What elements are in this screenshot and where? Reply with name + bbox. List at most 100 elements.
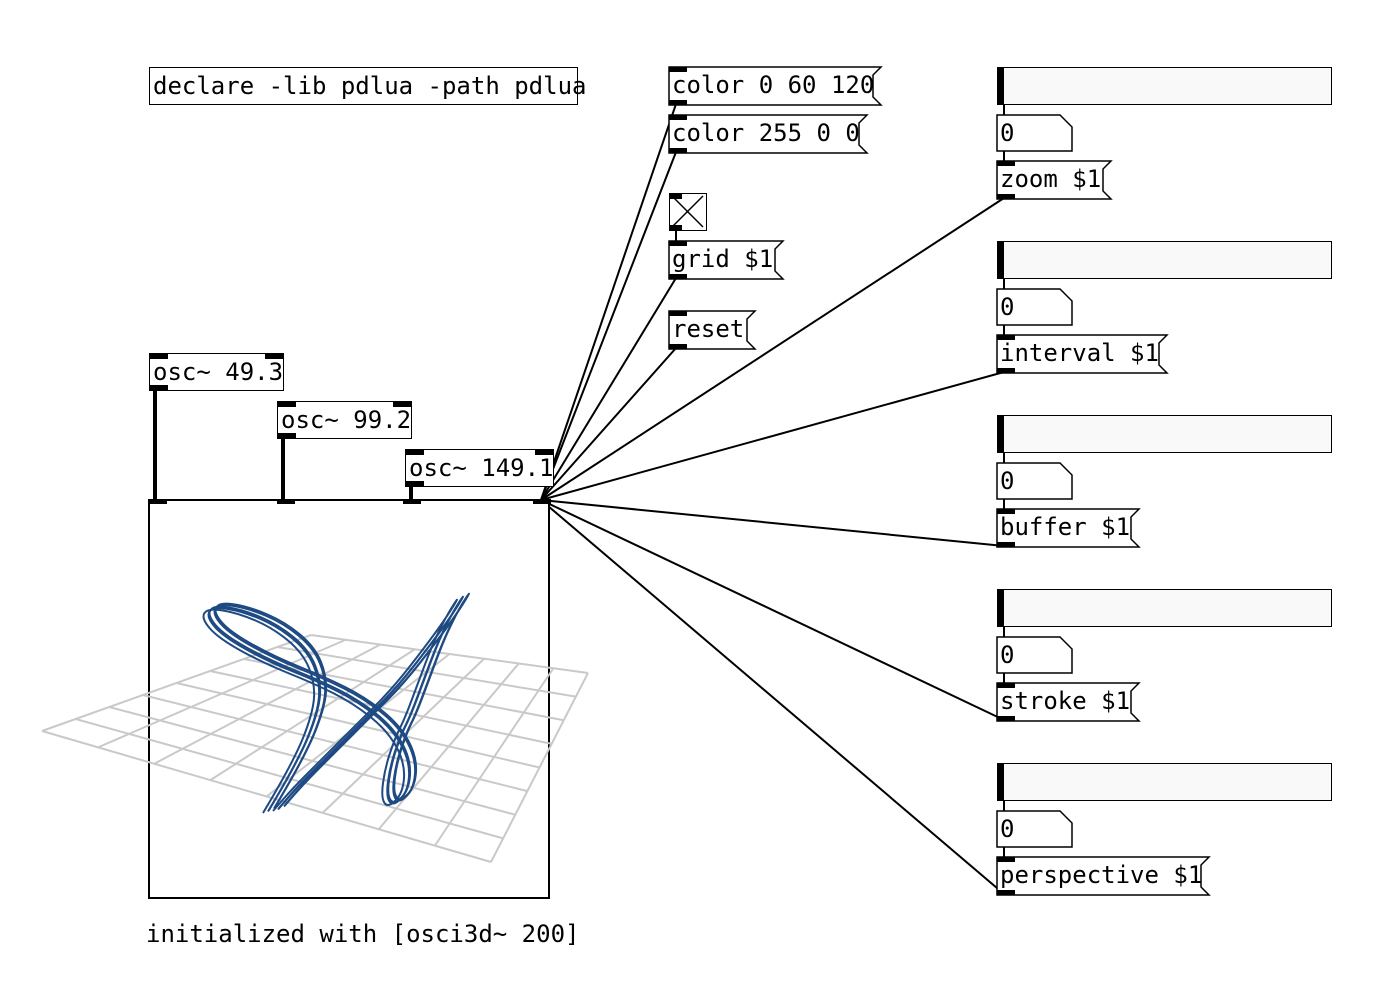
grid-line bbox=[377, 662, 520, 830]
outlet[interactable] bbox=[669, 344, 687, 349]
zoom-slider[interactable] bbox=[997, 67, 1332, 105]
slider-knob[interactable] bbox=[998, 68, 1004, 104]
buffer-number-value: 0 bbox=[1000, 467, 1015, 495]
interval-message[interactable]: interval $1 bbox=[997, 335, 1167, 373]
osci3d-inlet-3[interactable] bbox=[403, 499, 421, 504]
reset-message[interactable]: reset bbox=[669, 311, 755, 349]
buffer-message[interactable]: buffer $1 bbox=[997, 509, 1139, 547]
slider-knob[interactable] bbox=[998, 416, 1004, 452]
inlet[interactable] bbox=[670, 194, 682, 199]
osci3d-inlet-2[interactable] bbox=[277, 499, 295, 504]
outlet[interactable] bbox=[278, 433, 296, 438]
outlet[interactable] bbox=[997, 368, 1015, 373]
message-cord[interactable] bbox=[540, 277, 677, 501]
outlet[interactable] bbox=[669, 148, 687, 153]
stroke-number-box[interactable]: 0 bbox=[997, 637, 1072, 673]
osc-object-3[interactable]: osc~ 149.1 bbox=[405, 449, 554, 487]
number-box-outline bbox=[996, 810, 1073, 848]
color-message-1-label: color 0 60 120 bbox=[672, 71, 875, 99]
outlet[interactable] bbox=[150, 385, 168, 390]
osci3d-inlet-4[interactable] bbox=[533, 499, 551, 504]
inlet[interactable] bbox=[265, 354, 283, 359]
perspective-number-value: 0 bbox=[1000, 815, 1015, 843]
buffer-number-box[interactable]: 0 bbox=[997, 463, 1072, 499]
buffer-slider[interactable] bbox=[997, 415, 1332, 453]
message-cord[interactable] bbox=[540, 151, 677, 501]
interval-number-value: 0 bbox=[1000, 293, 1015, 321]
trace-line bbox=[202, 598, 458, 814]
inlet[interactable] bbox=[669, 311, 687, 316]
message-cord[interactable] bbox=[540, 499, 1005, 721]
outlet[interactable] bbox=[669, 100, 687, 105]
zoom-number-box[interactable]: 0 bbox=[997, 115, 1072, 151]
outlet[interactable] bbox=[997, 194, 1015, 199]
message-cord[interactable] bbox=[540, 499, 1005, 895]
inlet[interactable] bbox=[997, 857, 1015, 862]
perspective-slider[interactable] bbox=[997, 763, 1332, 801]
inlet[interactable] bbox=[535, 450, 553, 455]
zoom-message[interactable]: zoom $1 bbox=[997, 161, 1111, 199]
perspective-number-box[interactable]: 0 bbox=[997, 811, 1072, 847]
toggle-x-icon bbox=[671, 195, 704, 228]
declare-object[interactable]: declare -lib pdlua -path pdlua bbox=[149, 67, 586, 105]
inlet[interactable] bbox=[997, 683, 1015, 688]
message-box-outline bbox=[668, 240, 785, 280]
inlet[interactable] bbox=[406, 450, 424, 455]
message-cord[interactable] bbox=[540, 197, 1005, 501]
message-cord[interactable] bbox=[540, 103, 677, 501]
number-box-outline bbox=[996, 636, 1073, 674]
inlet[interactable] bbox=[997, 161, 1015, 166]
osc-object-3-label: osc~ 149.1 bbox=[409, 454, 554, 482]
oscilloscope-trace bbox=[202, 592, 470, 814]
inlet[interactable] bbox=[669, 115, 687, 120]
inlet[interactable] bbox=[150, 354, 168, 359]
zoom-number-value: 0 bbox=[1000, 119, 1015, 147]
message-cord[interactable] bbox=[540, 371, 1005, 501]
osci3d-inlet-1[interactable] bbox=[149, 499, 167, 504]
color-message-2-label: color 255 0 0 bbox=[672, 119, 860, 147]
outlet[interactable] bbox=[997, 890, 1015, 895]
osc-object-2-label: osc~ 99.2 bbox=[281, 406, 412, 434]
buffer-message-label: buffer $1 bbox=[1000, 513, 1131, 541]
grid-line bbox=[243, 658, 564, 722]
inlet[interactable] bbox=[669, 67, 687, 72]
inlet[interactable] bbox=[393, 402, 411, 407]
color-message-2[interactable]: color 255 0 0 bbox=[669, 115, 867, 153]
message-box-outline bbox=[668, 114, 869, 154]
inlet[interactable] bbox=[669, 241, 687, 246]
interval-slider[interactable] bbox=[997, 241, 1332, 279]
message-cord[interactable] bbox=[540, 347, 677, 501]
osc-object-1[interactable]: osc~ 49.3 bbox=[149, 353, 284, 391]
outlet[interactable] bbox=[997, 542, 1015, 547]
init-comment-text: initialized with [osci3d~ 200] bbox=[146, 920, 580, 948]
slider-knob[interactable] bbox=[998, 242, 1004, 278]
message-box-outline bbox=[668, 310, 757, 350]
color-message-1[interactable]: color 0 60 120 bbox=[669, 67, 881, 105]
interval-message-label: interval $1 bbox=[1000, 339, 1159, 367]
perspective-message[interactable]: perspective $1 bbox=[997, 857, 1209, 895]
trace-line bbox=[214, 592, 470, 808]
osc-object-2[interactable]: osc~ 99.2 bbox=[277, 401, 412, 439]
grid-toggle[interactable] bbox=[669, 193, 707, 231]
outlet[interactable] bbox=[670, 225, 682, 230]
stroke-slider[interactable] bbox=[997, 589, 1332, 627]
outlet[interactable] bbox=[997, 716, 1015, 721]
stroke-message[interactable]: stroke $1 bbox=[997, 683, 1139, 721]
inlet[interactable] bbox=[997, 335, 1015, 340]
outlet[interactable] bbox=[669, 274, 687, 279]
perspective-message-label: perspective $1 bbox=[1000, 861, 1203, 889]
inlet[interactable] bbox=[997, 509, 1015, 514]
message-cord[interactable] bbox=[540, 499, 1005, 547]
message-box-outline bbox=[996, 682, 1141, 722]
grid-message[interactable]: grid $1 bbox=[669, 241, 783, 279]
slider-knob[interactable] bbox=[998, 764, 1004, 800]
stroke-number-value: 0 bbox=[1000, 641, 1015, 669]
outlet[interactable] bbox=[406, 481, 424, 486]
number-box-outline bbox=[996, 288, 1073, 326]
stroke-message-label: stroke $1 bbox=[1000, 687, 1131, 715]
inlet[interactable] bbox=[278, 402, 296, 407]
slider-knob[interactable] bbox=[998, 590, 1004, 626]
message-box-outline bbox=[668, 66, 883, 106]
interval-number-box[interactable]: 0 bbox=[997, 289, 1072, 325]
